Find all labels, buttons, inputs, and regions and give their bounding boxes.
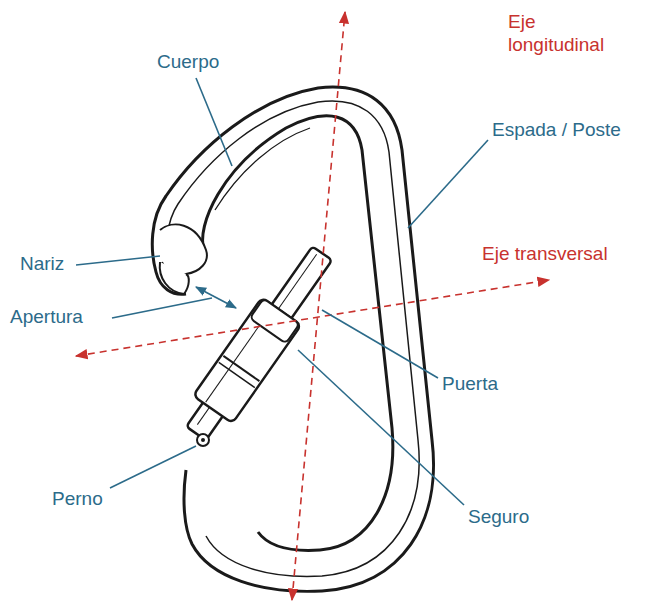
leader-line xyxy=(408,140,488,228)
leader-line xyxy=(322,310,438,378)
gate-pin-center xyxy=(201,438,205,442)
locking-sleeve xyxy=(193,297,301,423)
axis-label: Eje longitudinal xyxy=(508,10,626,56)
part-label: Espada / Poste xyxy=(492,118,621,141)
leader-line xyxy=(110,446,196,488)
part-label: Nariz xyxy=(20,252,64,275)
leader-line xyxy=(196,78,232,166)
carabiner-inner xyxy=(203,116,393,551)
opening-arrow xyxy=(196,287,236,308)
gate-bar xyxy=(186,246,332,440)
transverse-axis xyxy=(76,280,549,356)
part-label: Cuerpo xyxy=(157,50,219,73)
part-label: Perno xyxy=(52,487,103,510)
longitudinal-axis xyxy=(292,12,345,600)
leader-line xyxy=(112,298,212,318)
part-label: Apertura xyxy=(10,305,83,328)
carabiner-highlight xyxy=(215,128,310,210)
carabiner-rim xyxy=(167,101,419,576)
part-label: Seguro xyxy=(468,505,529,528)
axis-label: Eje transversal xyxy=(482,242,608,265)
carabiner-body xyxy=(152,87,433,591)
leader-line xyxy=(298,350,464,505)
part-label: Puerta xyxy=(442,372,498,395)
nose-tip xyxy=(160,262,189,294)
gate-pin xyxy=(197,434,209,446)
leader-line xyxy=(76,256,160,265)
